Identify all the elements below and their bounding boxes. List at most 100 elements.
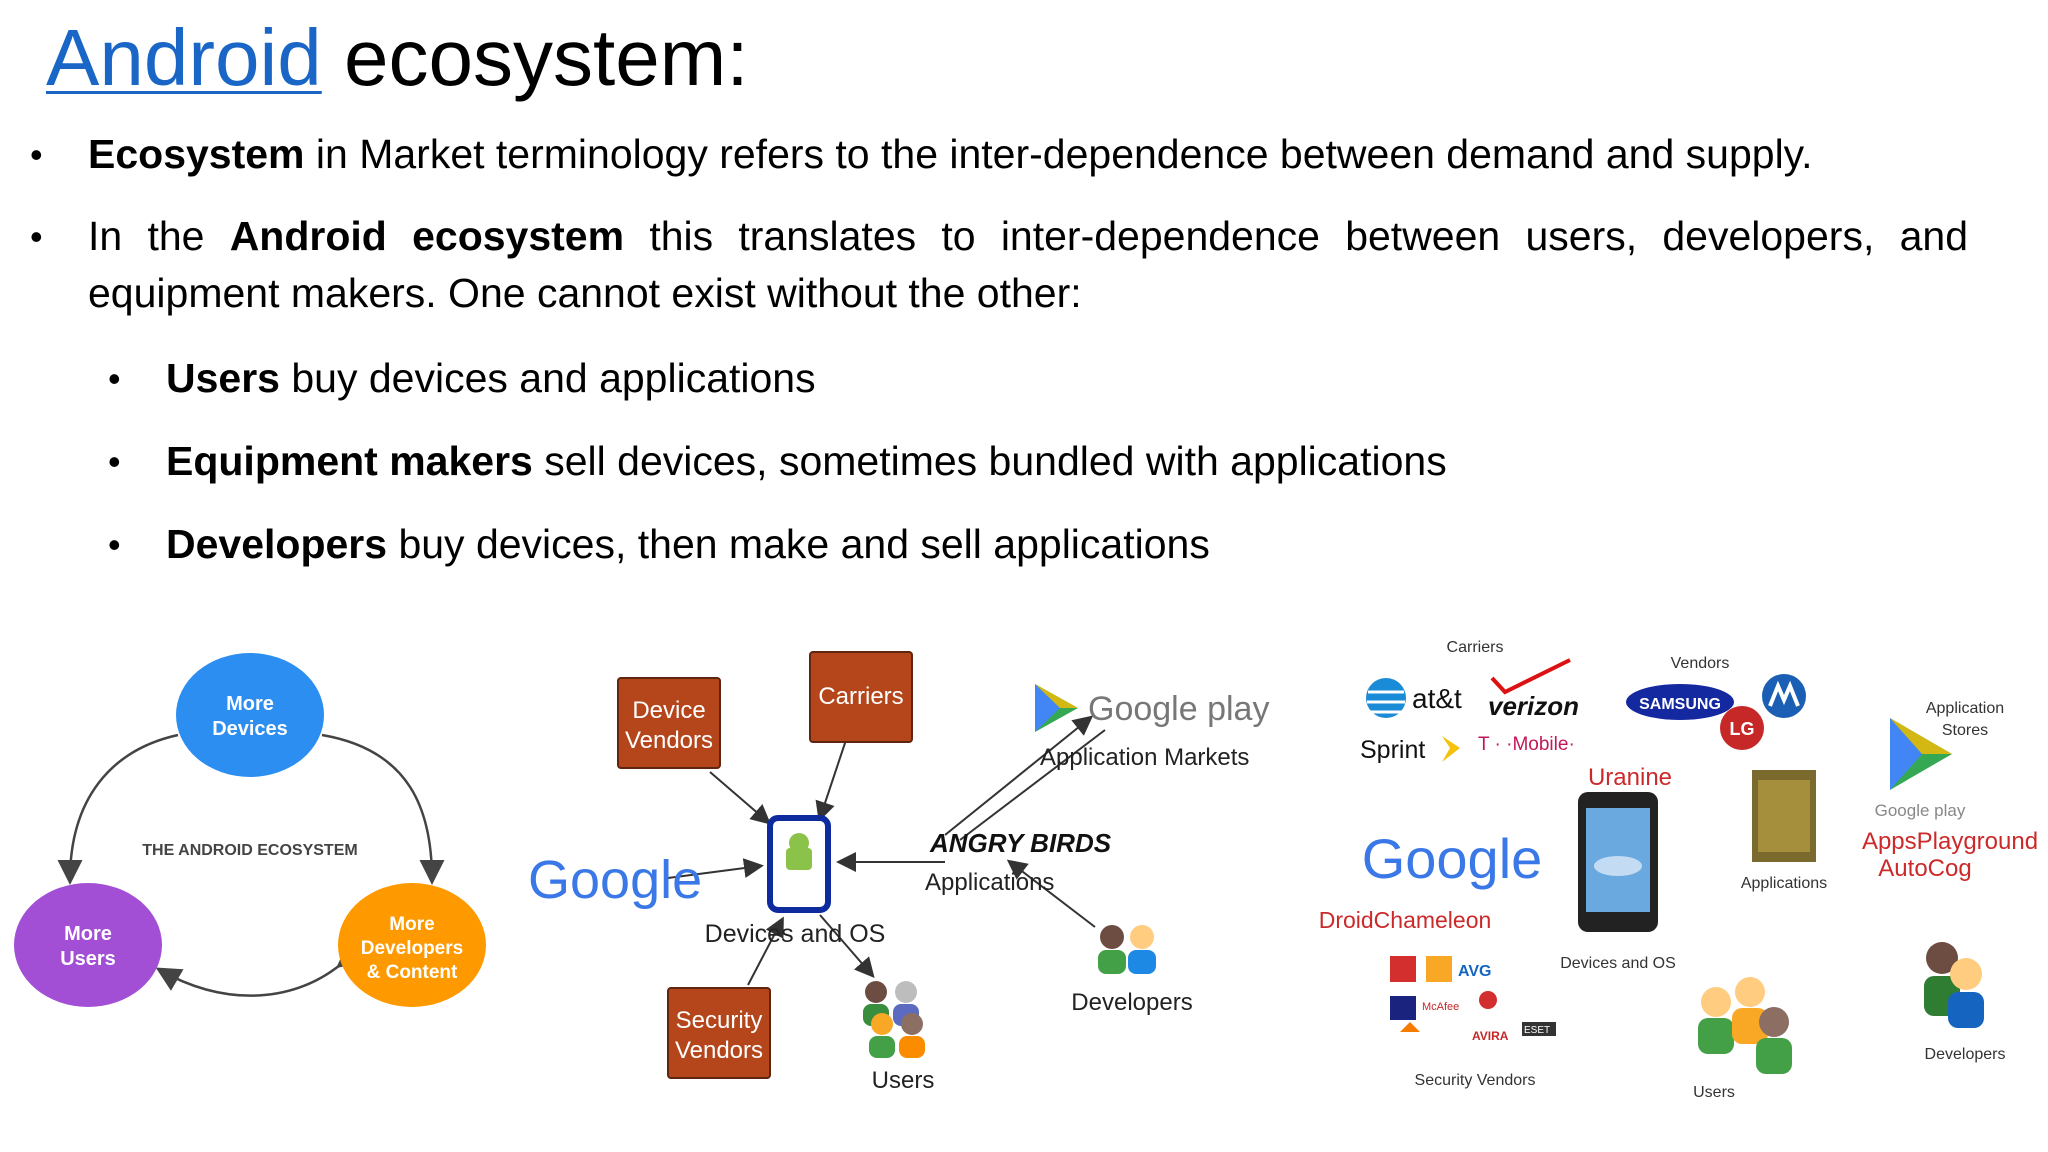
droidchameleon-label: DroidChameleon [1319, 907, 1492, 933]
bullet-dot: • [30, 216, 43, 257]
app-markets-label: Application Markets [1040, 744, 1249, 771]
google-play-label: Google play [1088, 690, 1269, 728]
sub-bullet-dot: • [108, 524, 121, 565]
sub-bullet-1: Users buy devices and applications [166, 350, 816, 407]
devices-os-label: Devices and OS [705, 920, 886, 948]
angry-birds-logo: ANGRY BIRDS [929, 828, 1112, 858]
box-security-vendors [667, 987, 771, 1079]
cycle-arrow [155, 942, 364, 997]
title-rest: ecosystem: [321, 13, 749, 102]
users-icon [863, 981, 925, 1058]
sub-bullet-dot: • [108, 358, 121, 399]
bullet-1-text: in Market terminology refers to the inte… [304, 131, 1813, 177]
svg-text:AVIRA: AVIRA [1472, 1029, 1509, 1043]
att-logo: at&t [1412, 683, 1462, 714]
sub-bullet-dot: • [108, 441, 121, 482]
sub-bullet-2-text: sell devices, sometimes bundled with app… [532, 438, 1447, 484]
svg-text:AVG: AVG [1458, 963, 1491, 980]
google-logo: Google [1362, 827, 1543, 890]
sub-bullet-2-bold: Equipment makers [166, 438, 533, 484]
uranine-label: Uranine [1588, 764, 1672, 791]
box-device-vendors [617, 677, 721, 769]
lg-logo: LG [1730, 719, 1755, 739]
verizon-logo: verizon [1488, 691, 1579, 721]
svg-text:McAfee: McAfee [1422, 1001, 1459, 1013]
app-stores-heading: Stores [1942, 722, 1988, 739]
autocog-label: AutoCog [1878, 855, 1971, 882]
vendors-heading: Vendors [1671, 655, 1730, 672]
applications-label: Applications [925, 869, 1054, 896]
network-arrow [959, 729, 1106, 841]
developers-icon [1098, 925, 1156, 974]
svg-text:ESET: ESET [1524, 1025, 1550, 1036]
cycle-arrow [57, 733, 179, 885]
node-more-devices [176, 653, 324, 777]
lg-logo-shape [1720, 706, 1764, 750]
slide-title: Android ecosystem: [46, 8, 749, 108]
node-label: More [226, 693, 274, 715]
box-label: Vendors [675, 1037, 763, 1064]
applications-label: Applications [1741, 875, 1827, 892]
network-arrow [709, 771, 772, 825]
box-label: Device [632, 697, 705, 724]
bullet-2-pre: In the [88, 213, 230, 259]
network-arrow [747, 916, 784, 986]
android-ecosystem-collage: Carriers at&t verizon Sprint T · ·Mobile… [1319, 639, 2038, 1101]
android-network-diagram: Device Vendors Carriers Security Vendors… [528, 651, 1269, 1094]
node-label: & Content [367, 962, 458, 983]
sub-bullet-1-text: buy devices and applications [279, 355, 816, 401]
bullet-1-bold: Ecosystem [88, 131, 305, 177]
sub-bullet-3-text: buy devices, then make and sell applicat… [387, 521, 1210, 567]
security-vendors-label: Security Vendors [1415, 1072, 1536, 1089]
google-logo: Google [528, 850, 702, 910]
network-arrow [667, 858, 764, 879]
users-icon [1698, 977, 1792, 1074]
node-more-developers [338, 883, 486, 1007]
network-arrow [944, 715, 1094, 836]
box-label: Security [676, 1007, 763, 1034]
att-globe-icon [1366, 678, 1406, 718]
samsung-logo-shape [1626, 684, 1734, 720]
node-label: More [389, 914, 434, 935]
tmobile-logo: T · ·Mobile· [1478, 734, 1575, 755]
android-icon [786, 848, 812, 870]
node-more-users [14, 883, 162, 1007]
box-label: Carriers [818, 683, 903, 710]
sub-bullet-2: Equipment makers sell devices, sometimes… [166, 433, 1447, 490]
sprint-logo: Sprint [1360, 736, 1425, 764]
sub-bullet-3-bold: Developers [166, 521, 388, 567]
cycle-arrow [321, 733, 445, 885]
google-play-label: Google play [1875, 801, 1966, 820]
network-arrow [815, 739, 847, 822]
node-label: Developers [361, 938, 463, 959]
sprint-icon [1442, 736, 1460, 762]
node-label: More [64, 923, 112, 945]
network-arrow [1006, 859, 1096, 928]
developers-icon [1924, 942, 1984, 1028]
ecosystem-cycle-diagram: More Devices More Users More Developers … [14, 653, 486, 1007]
sub-bullet-3: Developers buy devices, then make and se… [166, 516, 1210, 573]
node-label: Devices [212, 718, 288, 740]
cycle-center-label: THE ANDROID ECOSYSTEM [142, 842, 357, 859]
node-label: Users [60, 948, 116, 970]
bullet-1: Ecosystem in Market terminology refers t… [88, 126, 1968, 183]
devices-os-label: Devices and OS [1560, 955, 1676, 972]
sub-bullet-1-bold: Users [166, 355, 280, 401]
appsplayground-label: AppsPlayground [1862, 828, 2038, 855]
developers-label: Developers [1071, 989, 1192, 1016]
developers-label: Developers [1925, 1046, 2006, 1063]
app-stores-heading: Application [1926, 700, 2004, 717]
bullet-2-text: this translates to inter-dependence betw… [88, 213, 1968, 316]
bullet-2: In the Android ecosystem this translates… [88, 208, 1968, 322]
security-vendor-logos: AVG McAfee AVIRA ESET [1390, 956, 1556, 1043]
verizon-check-icon [1490, 658, 1571, 695]
carriers-heading: Carriers [1447, 639, 1504, 656]
network-arrow [819, 914, 875, 979]
title-link[interactable]: Android [46, 13, 322, 102]
box-label: Vendors [625, 727, 713, 754]
users-label: Users [872, 1067, 935, 1094]
bullet-dot: • [30, 134, 43, 175]
bullet-2-bold: Android ecosystem [229, 213, 625, 259]
box-carriers [809, 651, 913, 743]
samsung-logo: SAMSUNG [1639, 696, 1721, 713]
